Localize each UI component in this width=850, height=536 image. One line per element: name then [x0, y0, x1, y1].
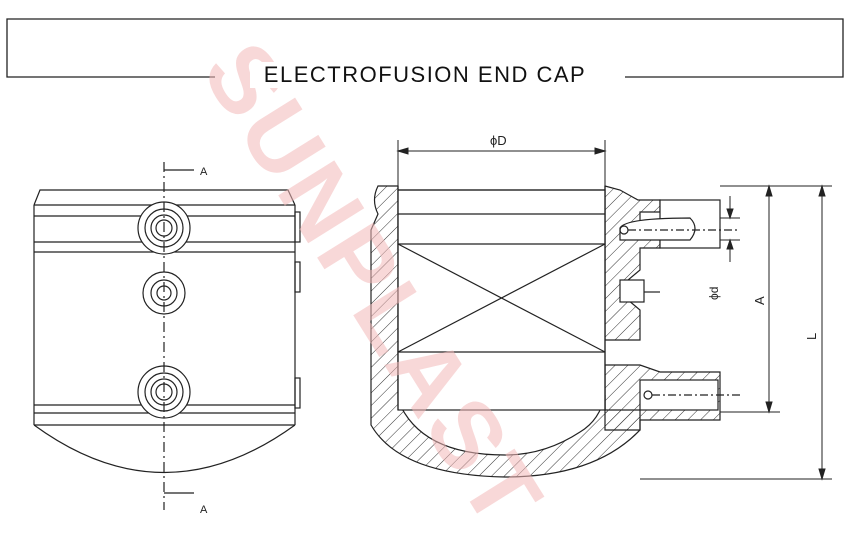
indicator-pin [619, 279, 660, 303]
lower-terminal-pin [639, 379, 740, 411]
dim-outer-diameter [396, 140, 607, 188]
dim-a-label: A [752, 296, 767, 305]
dim-a [720, 184, 780, 414]
dim-terminal-label: ϕd [707, 287, 721, 300]
upper-terminal-pin [619, 199, 740, 249]
dim-l-label: L [804, 333, 819, 340]
side-view [33, 162, 301, 510]
section-label-bottom: A [200, 504, 208, 516]
dim-l [640, 184, 832, 481]
section-label-top: A [200, 166, 208, 178]
dim-outer-diameter-label: ϕD [490, 133, 507, 148]
dim-terminal [720, 196, 740, 262]
title-frame [6, 18, 844, 78]
hatched-wall-right [604, 185, 661, 341]
section-view [370, 185, 740, 478]
